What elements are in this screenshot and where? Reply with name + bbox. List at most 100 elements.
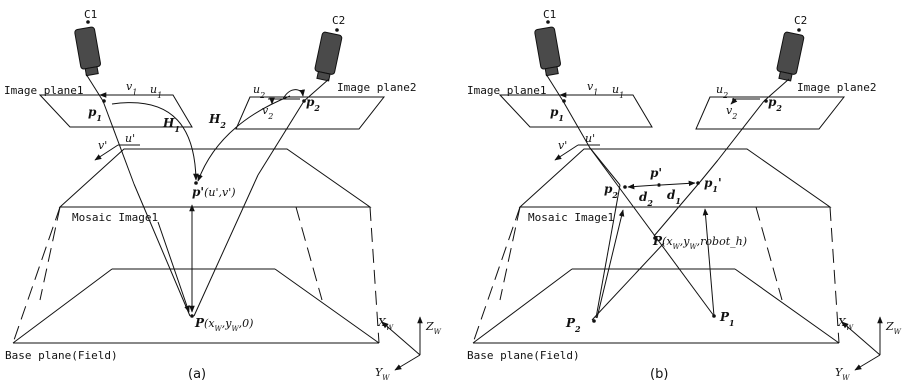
pprime-point	[194, 181, 198, 185]
base-plane-label: Base plane(Field)	[467, 349, 580, 362]
panel-b: C1 C2 Image plane1 Image plane2 v1 u1 p1…	[467, 8, 902, 381]
pprime-label: p'	[650, 166, 662, 180]
dashed-left	[12, 206, 61, 344]
p2-label: p2	[306, 95, 320, 113]
ZW-label: ZW	[885, 320, 902, 336]
image-plane2-label: Image plane2	[797, 81, 876, 94]
camera-c1-label: C1	[543, 8, 556, 21]
world-axes-b	[841, 316, 883, 371]
world-axes-a	[381, 316, 423, 371]
ray-p1prime-P	[653, 181, 701, 237]
ray-mosaic-to-P	[157, 221, 190, 313]
ZW-label: ZW	[425, 320, 442, 336]
pprime-point	[657, 183, 661, 187]
v2-label: v2	[262, 104, 273, 121]
h2-arrow	[197, 95, 291, 182]
YW-label: YW	[375, 366, 390, 381]
dashed-right-inner	[295, 206, 323, 301]
ray-to-p1prime	[699, 159, 719, 183]
p2-label: p2	[768, 95, 782, 113]
vprime-label: v'	[98, 139, 107, 152]
P1-point	[712, 314, 716, 318]
p2-point	[302, 99, 306, 103]
p2-point	[764, 99, 768, 103]
camera-c1-icon	[534, 20, 561, 77]
XW-label: XW	[837, 316, 854, 332]
P1-label: P1	[719, 310, 735, 328]
p2prime-label: p2	[604, 182, 618, 200]
image-plane2	[695, 96, 846, 130]
h1-label: H1	[162, 116, 180, 134]
ray-P2-up	[596, 209, 625, 319]
image-plane2	[235, 96, 386, 130]
ray-c1-p1	[545, 73, 564, 102]
ray-p1-down	[102, 100, 135, 185]
base-left-edge	[472, 268, 573, 344]
image-plane1	[498, 94, 653, 128]
image-plane2-label: Image plane2	[337, 81, 416, 94]
ray-P1-up	[702, 208, 715, 317]
camera-c1-label: C1	[84, 8, 97, 21]
ray-c1-to-P1	[589, 147, 715, 317]
ray-c2-p2	[763, 78, 790, 102]
ray-c1-to-P	[133, 183, 191, 317]
dashed-left	[472, 206, 521, 344]
ray-p2prime-P2	[595, 184, 621, 319]
u2-label: u2	[716, 83, 728, 100]
camera-c2-label: C2	[794, 14, 807, 27]
camera-c1-icon	[74, 20, 101, 77]
uprime-label: u'	[125, 132, 135, 145]
P2-point	[592, 319, 596, 323]
ray-p2-down	[717, 100, 765, 161]
panel-a: C1 C2 Image plane1 Image plane2 v1 u1 p1…	[4, 8, 442, 381]
P-point	[653, 236, 657, 240]
uprime-label: u'	[585, 132, 595, 145]
d2-label: d2	[639, 190, 653, 208]
base-left-edge	[12, 268, 113, 344]
dashed-right	[829, 206, 840, 344]
v2-label: v2	[726, 104, 737, 121]
v1-label: v1	[126, 80, 137, 97]
u1-label: u1	[150, 83, 162, 100]
P-label: P(xW,yW,0)	[194, 316, 253, 333]
mosaic-label: Mosaic Image1	[528, 211, 614, 224]
P2-label: P2	[565, 316, 581, 334]
dashed-left-inner	[39, 206, 61, 301]
image-plane1-label: Image plane1	[4, 84, 83, 97]
d1-label: d1	[667, 188, 681, 206]
dashed-right	[369, 206, 380, 344]
caption-a: (a)	[188, 367, 206, 381]
base-plane-label: Base plane(Field)	[5, 349, 118, 362]
u1-label: u1	[612, 83, 624, 100]
base-right-edge	[274, 268, 380, 344]
p2prime-point	[623, 185, 627, 189]
image-plane1-label: Image plane1	[467, 84, 546, 97]
caption-b: (b)	[650, 367, 668, 381]
uprime-axis	[554, 144, 579, 161]
ray-c2-to-P	[193, 174, 259, 317]
ray-c1-p1	[85, 73, 104, 102]
YW-label: YW	[835, 366, 850, 381]
XW-label: XW	[377, 316, 394, 332]
u2-label: u2	[253, 83, 265, 100]
P-label: P(xW,yW,robot_h)	[652, 234, 747, 251]
P-point	[190, 314, 194, 318]
pprime-label: p'(u',v')	[192, 185, 236, 199]
camera-c2-icon	[776, 28, 805, 82]
p1-label: p1	[88, 105, 102, 123]
camera-c2-label: C2	[332, 14, 345, 27]
p1-point	[102, 99, 106, 103]
p1prime-label: p1'	[704, 176, 722, 194]
h2-label: H2	[208, 112, 226, 130]
ray-p1-down	[562, 100, 591, 149]
p2-loop-arrow	[282, 89, 305, 100]
uprime-axis	[94, 144, 119, 161]
v1-label: v1	[587, 80, 598, 97]
d1-arrow	[660, 180, 696, 187]
camera-c2-icon	[314, 28, 343, 82]
mosaic-label: Mosaic Image1	[72, 211, 158, 224]
p1-label: p1	[550, 105, 564, 123]
vprime-label: v'	[558, 139, 567, 152]
h1-arrow	[111, 102, 199, 181]
